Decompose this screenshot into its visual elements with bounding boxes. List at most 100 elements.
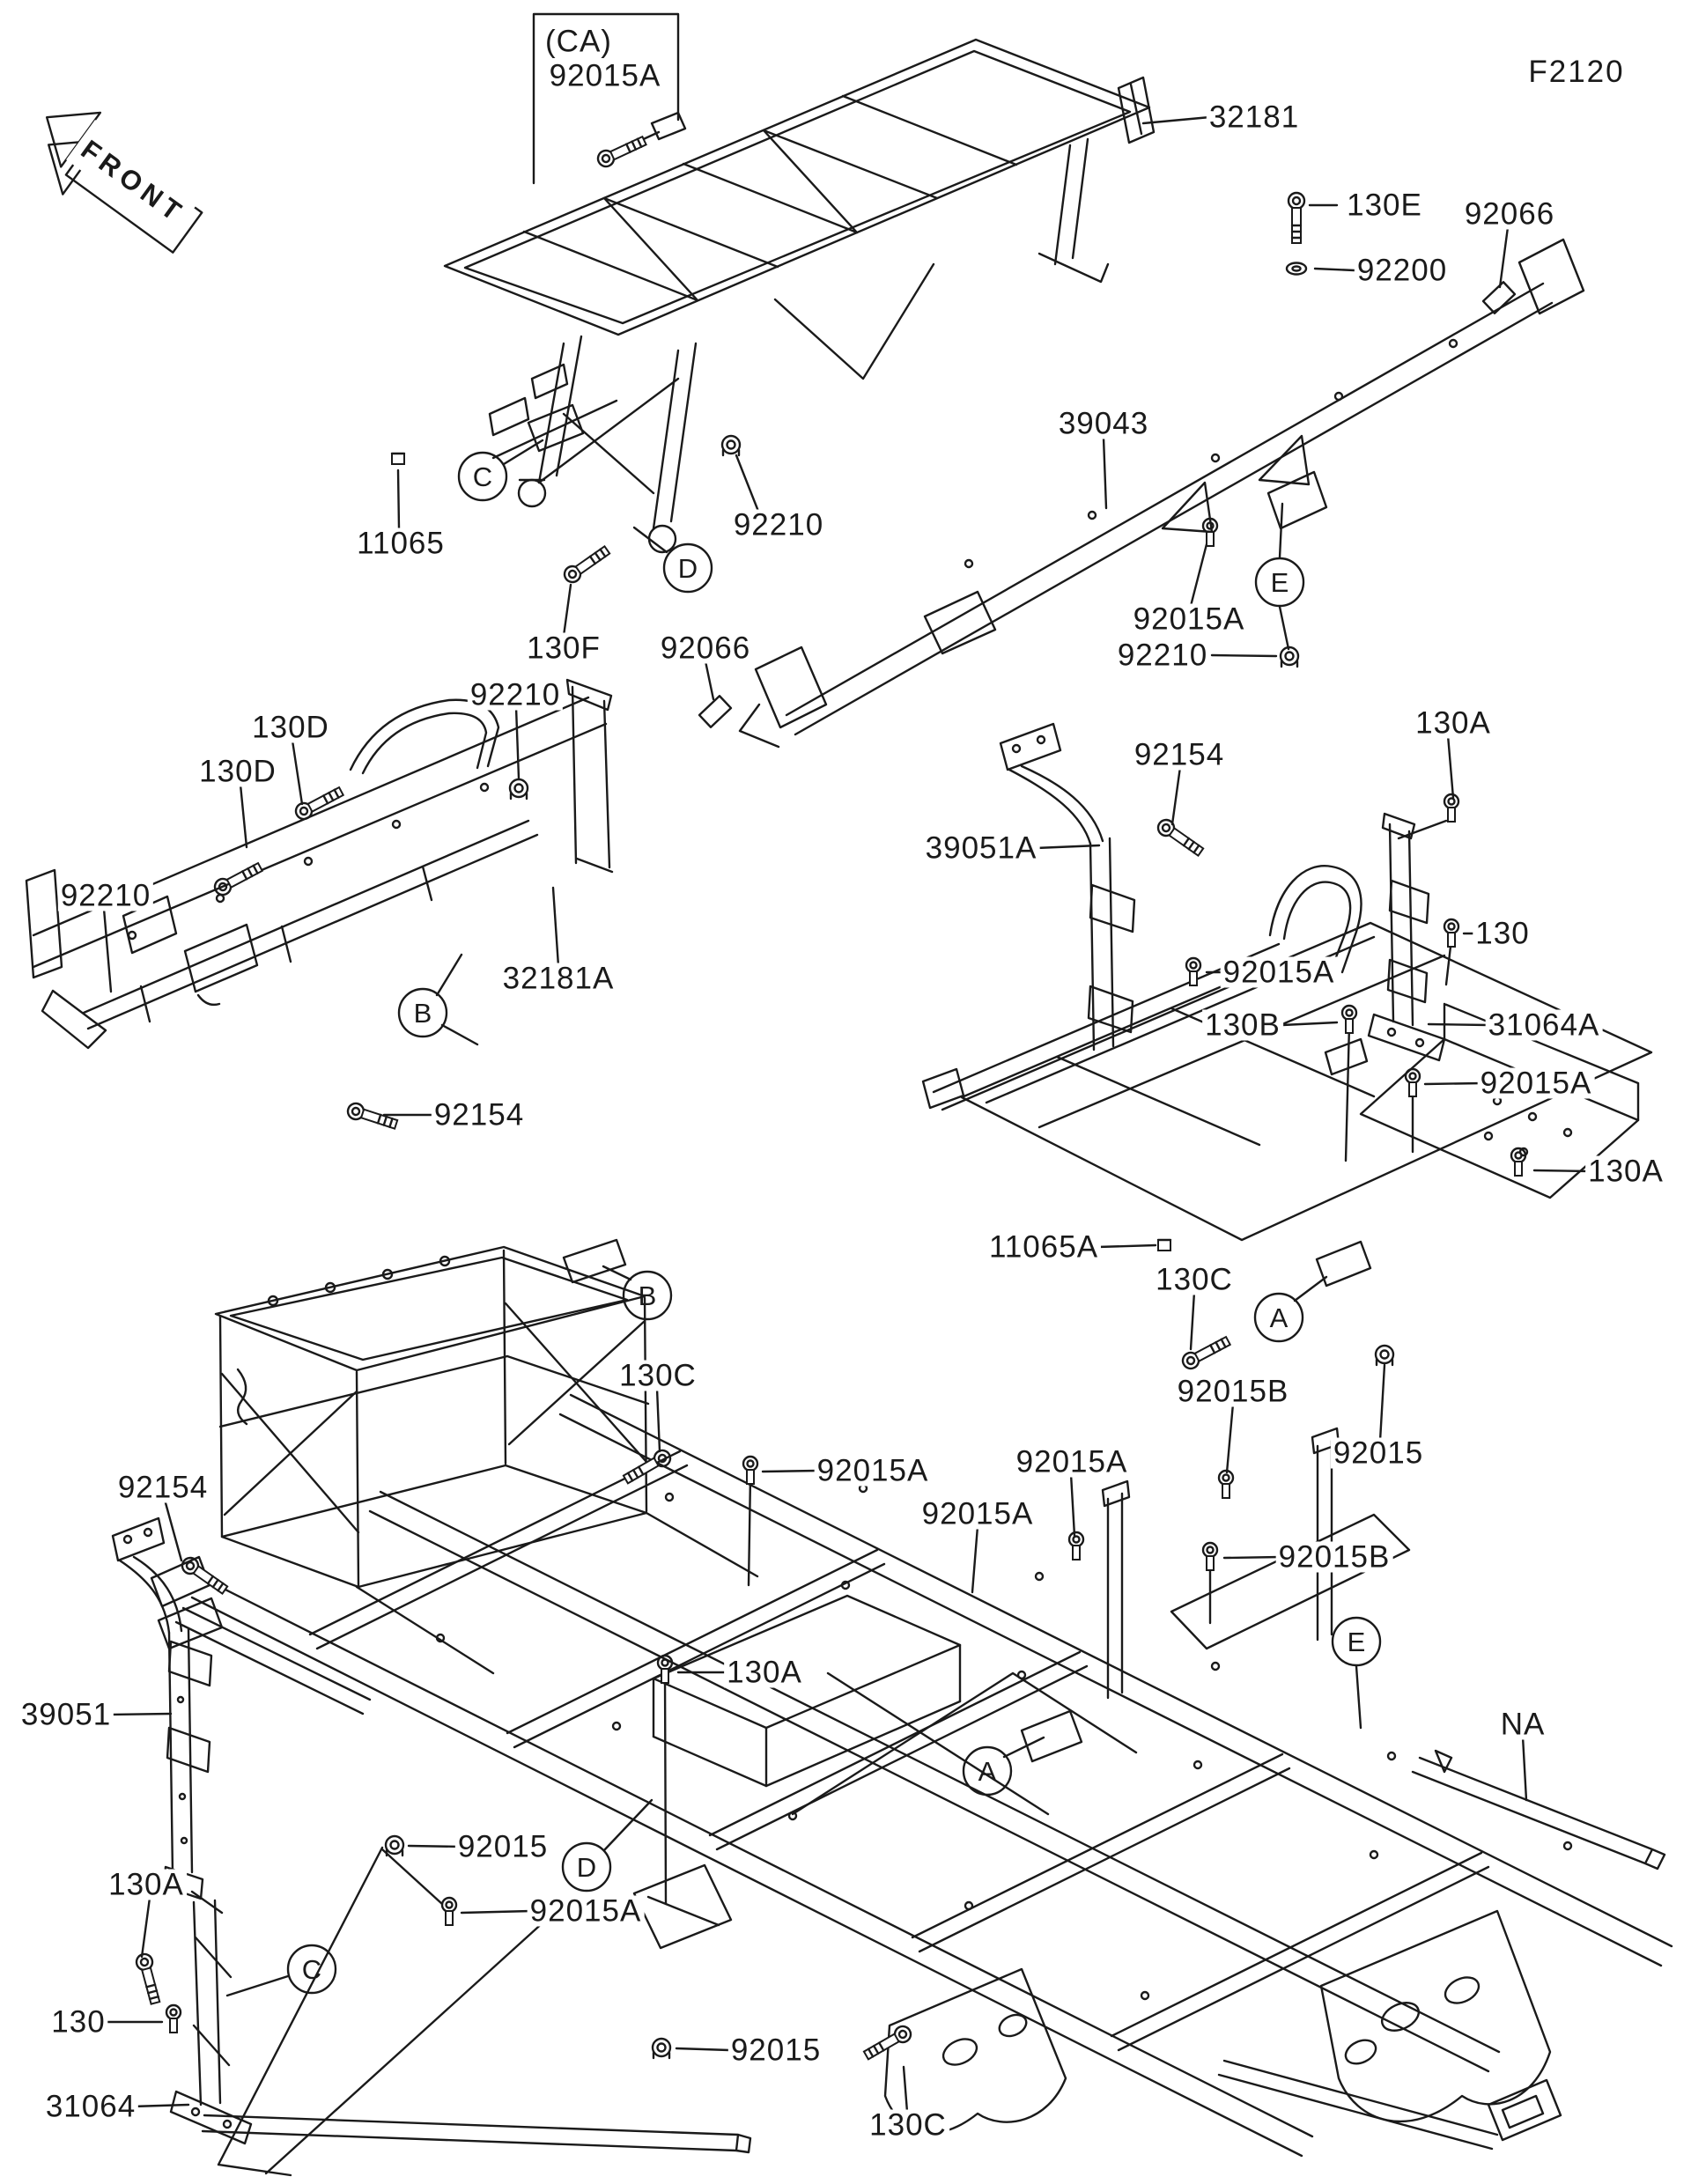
part-label: (CA)	[543, 26, 615, 57]
leader-line	[1002, 1736, 1045, 1759]
detail-marker-letter: D	[678, 553, 698, 584]
detail-marker-letter: C	[473, 461, 492, 492]
nut-icon	[508, 778, 529, 801]
screw-icon	[1404, 1067, 1421, 1097]
leader-line	[761, 1469, 819, 1473]
nut-icon	[1374, 1344, 1395, 1367]
part-label: 92015	[454, 1831, 551, 1863]
part-label: 130D	[249, 712, 332, 743]
part-label: 11065A	[986, 1231, 1102, 1263]
leader-line	[1498, 225, 1510, 289]
screw-icon	[440, 1896, 458, 1926]
part-label: 92015A	[546, 60, 664, 92]
part-label: 92154	[1131, 739, 1228, 771]
part-label: 92015A	[1477, 1067, 1595, 1099]
bolt-icon	[181, 1556, 229, 1596]
part-label: 31064	[42, 2091, 139, 2122]
leader-line	[655, 1387, 661, 1453]
detail-marker-a: A	[1253, 1292, 1304, 1343]
leader-line	[1102, 436, 1108, 510]
leader-line	[602, 1265, 632, 1281]
leader-line	[1423, 1081, 1485, 1086]
detail-marker-b: B	[397, 987, 448, 1038]
detail-marker-letter: E	[1348, 1627, 1366, 1657]
part-label: 92154	[114, 1472, 211, 1503]
detail-marker-letter: B	[414, 998, 432, 1029]
leader-line	[675, 2047, 731, 2052]
leader-line	[514, 705, 521, 780]
leader-line	[1141, 115, 1212, 125]
part-label: 130	[1473, 918, 1532, 949]
part-label: 92015A	[814, 1455, 932, 1487]
leader-line	[1355, 1664, 1362, 1730]
leader-line	[1313, 267, 1356, 272]
leader-line	[407, 1844, 463, 1848]
part-label: 130C	[617, 1360, 699, 1391]
part-label: 130B	[1202, 1009, 1283, 1041]
leader-line	[562, 583, 572, 638]
leader-line	[396, 469, 401, 530]
leader-line	[902, 2065, 909, 2114]
part-label: 32181	[1206, 101, 1303, 133]
part-label: 130C	[1153, 1264, 1236, 1295]
leader-line	[1532, 1169, 1592, 1173]
part-cross-rail-39043	[738, 238, 1585, 749]
figure-code: F2120	[1528, 55, 1625, 89]
part-label: 39043	[1055, 408, 1152, 439]
part-label: 39051	[18, 1699, 114, 1730]
screw-icon	[1201, 1541, 1219, 1571]
fastener-glyphs	[135, 135, 1527, 2061]
leader-line	[225, 1974, 290, 1997]
leader-line	[1397, 819, 1448, 840]
leader-line	[163, 1498, 183, 1562]
leader-line	[460, 1909, 533, 1915]
leader-line	[1222, 1555, 1282, 1560]
leader-line	[1293, 1275, 1328, 1302]
screw-icon	[1185, 956, 1202, 986]
leader-line	[130, 2103, 190, 2108]
leader-line	[1521, 1735, 1528, 1802]
bolt-icon	[563, 544, 611, 584]
detail-marker-d: D	[561, 1841, 612, 1893]
part-label: 130F	[524, 632, 603, 664]
detail-marker-c: C	[286, 1944, 337, 1995]
detail-marker-a: A	[962, 1745, 1013, 1797]
screw-icon	[1067, 1531, 1085, 1561]
bolt-icon	[622, 1449, 672, 1485]
leader-line	[1344, 1023, 1351, 1162]
part-label: 92015A	[1013, 1446, 1131, 1478]
nut-icon	[384, 1834, 405, 1857]
bolt-icon	[346, 1102, 399, 1130]
detail-marker-e: E	[1254, 557, 1305, 608]
leader-line	[1278, 605, 1290, 651]
leader-line	[1446, 734, 1455, 800]
leader-line	[602, 1798, 654, 1852]
part-label: 92015B	[1275, 1541, 1393, 1573]
leader-line	[291, 739, 304, 806]
leader-line	[107, 1712, 173, 1716]
part-label: 130A	[1585, 1155, 1666, 1187]
cap-icon	[390, 452, 406, 465]
screw-icon	[742, 1455, 759, 1485]
part-label: 130E	[1344, 189, 1425, 221]
part-label: 92015B	[1174, 1376, 1292, 1407]
nut-icon	[720, 434, 742, 457]
detail-marker-letter: D	[577, 1852, 596, 1883]
detail-marker-b: B	[622, 1270, 673, 1321]
leader-line	[239, 783, 248, 849]
cap-icon	[1156, 1238, 1172, 1251]
part-label: 11065	[354, 528, 447, 559]
leader-line	[971, 1524, 979, 1594]
part-top-rack-32181	[443, 38, 1156, 554]
leader-line	[663, 1673, 668, 1906]
part-label: 39051A	[922, 832, 1040, 864]
detail-marker-letter: B	[639, 1280, 657, 1311]
part-rear-guard-39051A	[999, 722, 1136, 1051]
ca-callout-box	[532, 12, 680, 185]
part-label: 92154	[431, 1099, 528, 1131]
part-label: 92015A	[1220, 956, 1338, 988]
bolt-icon	[1287, 191, 1306, 244]
leader-lines	[102, 115, 1592, 2114]
part-label: 92066	[1461, 198, 1558, 230]
